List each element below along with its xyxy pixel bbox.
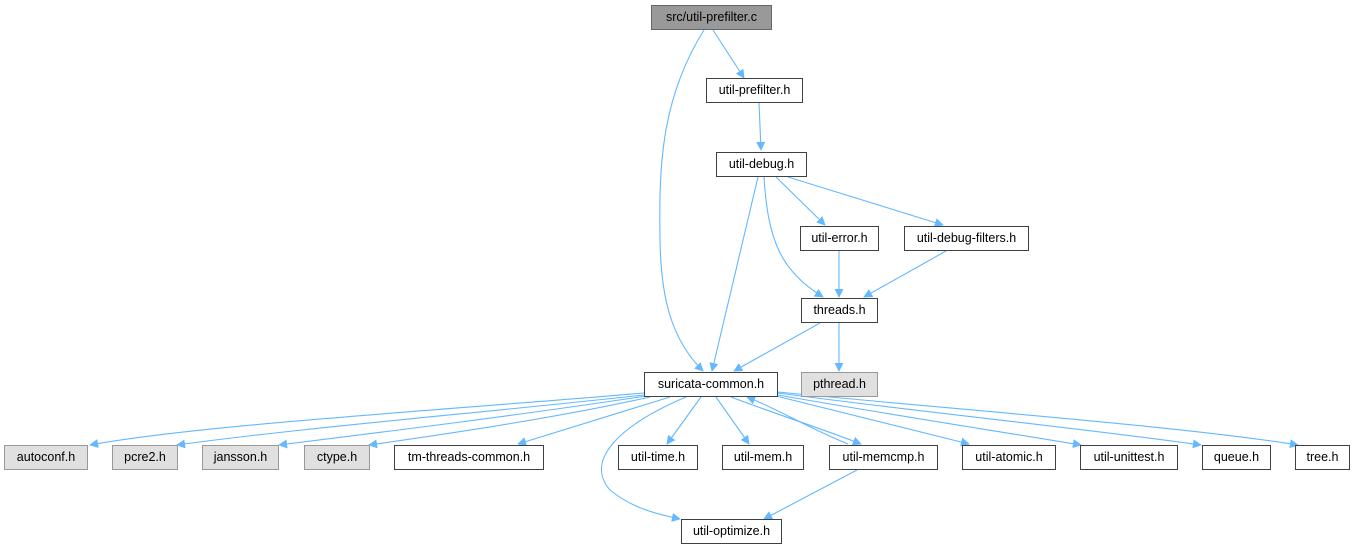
edge-suricata-common-h-to-util-time-h xyxy=(666,396,702,445)
node-util-debug-h[interactable]: util-debug.h xyxy=(716,152,807,177)
edge-util-memcmp-h-to-util-optimize-h xyxy=(763,469,858,520)
node-autoconf-h[interactable]: autoconf.h xyxy=(4,445,88,470)
edge-suricata-common-h-to-util-atomic-h xyxy=(775,395,970,447)
node-util-time-h[interactable]: util-time.h xyxy=(618,445,698,470)
edge-suricata-common-h-to-util-unittest-h xyxy=(777,394,1082,449)
edge-suricata-common-h-to-tree-h xyxy=(777,391,1299,449)
node-util-unittest-h[interactable]: util-unittest.h xyxy=(1080,445,1178,470)
node-ctype-h[interactable]: ctype.h xyxy=(304,445,370,470)
edge-suricata-common-h-to-util-mem-h xyxy=(715,396,750,445)
edge-suricata-common-h-to-util-optimize-h xyxy=(600,396,687,522)
node-util-mem-h[interactable]: util-mem.h xyxy=(722,445,804,470)
edge-threads-h-to-suricata-common-h xyxy=(733,322,821,372)
node-pcre2-h[interactable]: pcre2.h xyxy=(112,445,178,470)
edge-util-prefilter-c-to-util-prefilter-h xyxy=(712,29,745,79)
edge-util-debug-h-to-suricata-common-h xyxy=(709,176,759,372)
edge-util-debug-h-to-threads-h xyxy=(763,176,824,298)
edge-suricata-common-h-to-tm-threads-common-h xyxy=(517,396,671,446)
node-util-prefilter-h[interactable]: util-prefilter.h xyxy=(706,78,803,103)
node-tm-threads-common-h[interactable]: tm-threads-common.h xyxy=(394,445,544,470)
edge-suricata-common-h-to-queue-h xyxy=(777,392,1202,449)
edge-suricata-common-h-to-autoconf-h xyxy=(89,392,645,448)
edge-suricata-common-h-to-ctype-h xyxy=(368,396,651,449)
edge-suricata-common-h-to-jansson-h xyxy=(278,395,647,449)
node-queue-h[interactable]: queue.h xyxy=(1202,445,1271,470)
edge-util-debug-h-to-util-error-h xyxy=(775,176,826,226)
node-tree-h[interactable]: tree.h xyxy=(1295,445,1350,470)
node-util-debug-filters-h[interactable]: util-debug-filters.h xyxy=(904,226,1029,251)
edge-suricata-common-h-to-pcre2-h xyxy=(176,394,645,449)
edge-util-debug-h-to-util-debug-filters-h xyxy=(787,176,944,227)
node-util-atomic-h[interactable]: util-atomic.h xyxy=(962,445,1056,470)
edge-util-debug-filters-h-to-threads-h xyxy=(863,250,947,298)
node-util-error-h[interactable]: util-error.h xyxy=(800,226,879,251)
edge-util-prefilter-c-to-suricata-common-h xyxy=(659,29,705,372)
node-threads-h[interactable]: threads.h xyxy=(801,298,878,323)
edge-util-prefilter-h-to-util-debug-h xyxy=(756,102,766,151)
node-jansson-h[interactable]: jansson.h xyxy=(202,445,279,470)
node-util-optimize-h[interactable]: util-optimize.h xyxy=(681,519,782,544)
node-suricata-common-h[interactable]: suricata-common.h xyxy=(644,372,778,397)
node-util-memcmp-h[interactable]: util-memcmp.h xyxy=(829,445,938,470)
node-src-util-prefilter-c[interactable]: src/util-prefilter.c xyxy=(651,5,772,30)
node-pthread-h[interactable]: pthread.h xyxy=(801,372,878,397)
edge-util-memcmp-h-to-suricata-common-h xyxy=(746,395,849,445)
